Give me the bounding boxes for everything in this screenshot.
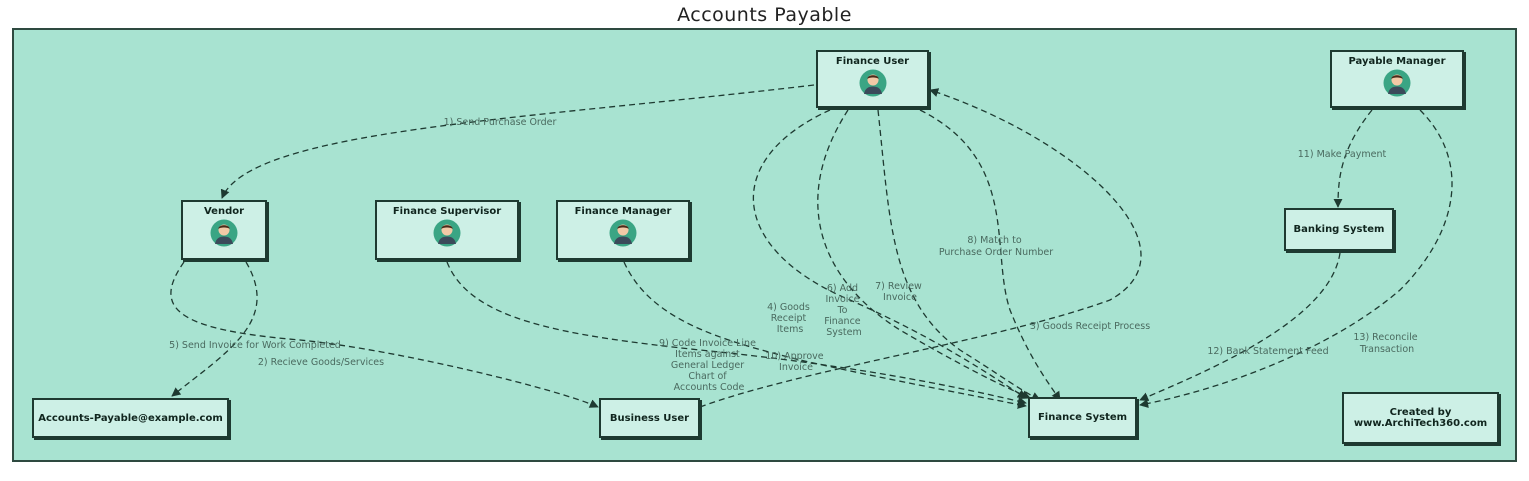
edge-match-po <box>919 109 1061 401</box>
edge-label-13: 13) Reconcile Transaction <box>1353 332 1420 355</box>
diagram-title: Accounts Payable <box>677 4 852 26</box>
edge-add-invoice <box>817 109 1031 399</box>
edge-label-2: 2) Recieve Goods/Services <box>258 357 384 368</box>
user-avatar-icon <box>1383 69 1411 97</box>
edge-review-invoice <box>877 109 1041 401</box>
edge-send-invoice <box>171 261 258 397</box>
user-avatar-icon <box>609 219 637 247</box>
system-label: Accounts-Payable@example.com <box>38 412 223 424</box>
edge-label-4: 4) Goods Receipt Items <box>767 302 813 335</box>
created-by-label: Created by <box>1389 407 1452 418</box>
actor-label: Payable Manager <box>1348 56 1446 67</box>
edge-make-payment <box>1333 109 1373 208</box>
edge-supervisor-to-finance-system <box>446 261 1027 406</box>
edge-manager-to-finance-system <box>623 261 1027 409</box>
edge-label-1: 1) Send Purchase Order <box>444 117 557 128</box>
edge-label-6: 6) Add Invoice To Finance System <box>824 283 863 338</box>
system-label: Finance System <box>1037 412 1128 423</box>
system-banking[interactable]: Banking System <box>1284 208 1394 251</box>
edge-goods-receipt-items <box>752 109 1027 399</box>
system-business-user[interactable]: Business User <box>599 398 700 438</box>
edge-label-12: 12) Bank Statement Feed <box>1207 346 1328 357</box>
actor-label: Finance Supervisor <box>392 206 502 217</box>
system-label: Banking System <box>1293 224 1385 235</box>
edge-vendor-to-business-user <box>170 261 599 408</box>
edge-send-purchase-order <box>220 84 815 199</box>
actor-finance-user[interactable]: Finance User <box>816 50 929 108</box>
edge-label-7: 7) Review Invoice <box>875 281 925 303</box>
edge-goods-receipt-process <box>699 88 1142 408</box>
actor-finance-supervisor[interactable]: Finance Supervisor <box>375 200 519 260</box>
edge-label-11: 11) Make Payment <box>1298 149 1387 160</box>
created-by-url: www.ArchiTech360.com <box>1353 418 1488 429</box>
edge-label-10: 10) Approve Invoice <box>765 351 826 373</box>
system-accounts-payable-email[interactable]: Accounts-Payable@example.com <box>32 398 229 438</box>
edge-label-9: 9) Code Invoice Line Items against Gener… <box>659 338 759 393</box>
user-avatar-icon <box>210 219 238 247</box>
system-finance[interactable]: Finance System <box>1028 397 1137 438</box>
created-by-box: Created by www.ArchiTech360.com <box>1342 392 1499 444</box>
edge-bank-statement-feed <box>1139 252 1341 401</box>
edge-reconcile <box>1139 109 1453 408</box>
actor-finance-manager[interactable]: Finance Manager <box>556 200 690 260</box>
actor-payable-manager[interactable]: Payable Manager <box>1330 50 1464 108</box>
edge-label-8: 8) Match to Purchase Order Number <box>939 235 1053 258</box>
actor-label: Finance User <box>835 56 910 67</box>
actor-vendor[interactable]: Vendor <box>181 200 267 260</box>
user-avatar-icon <box>433 219 461 247</box>
actor-label: Vendor <box>203 206 245 217</box>
user-avatar-icon <box>859 69 886 97</box>
edge-label-3: 3) Goods Receipt Process <box>1030 321 1150 332</box>
edge-label-5: 5) Send Invoice for Work Completed <box>169 340 341 351</box>
system-label: Business User <box>609 412 690 424</box>
actor-label: Finance Manager <box>574 206 672 217</box>
